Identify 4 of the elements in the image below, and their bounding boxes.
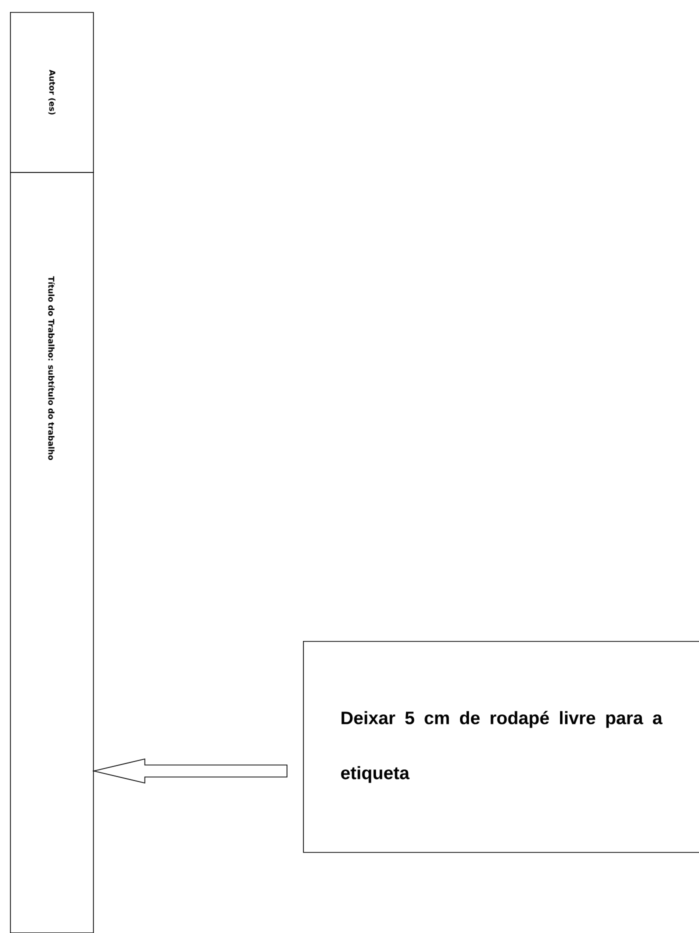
arrow <box>92 758 288 784</box>
author-box: Autor (es) <box>10 12 94 173</box>
title-box: Título do Trabalho: subtítulo do trabalho <box>10 172 94 933</box>
callout-box: Deixar 5 cm de rodapé livre para a etiqueta <box>303 641 699 853</box>
